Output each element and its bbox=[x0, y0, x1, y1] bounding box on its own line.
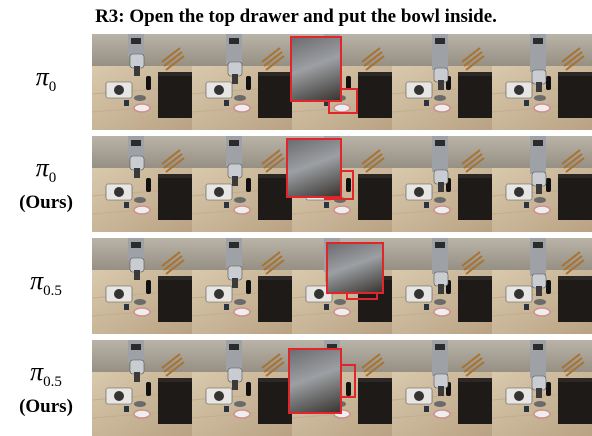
frame-strip bbox=[92, 136, 592, 232]
policy-greek-letter: π bbox=[35, 61, 49, 91]
ours-label: (Ours) bbox=[19, 192, 73, 214]
policy-subscript: 0 bbox=[48, 79, 57, 96]
zoom-inset bbox=[286, 138, 342, 198]
scene-frame bbox=[192, 34, 292, 130]
row-label: π0 bbox=[0, 34, 92, 130]
policy-subscript: 0 bbox=[48, 170, 57, 187]
result-row: π0.5(Ours) bbox=[0, 340, 592, 436]
scene-frame bbox=[392, 238, 492, 334]
scene-frame bbox=[492, 238, 592, 334]
scene-frame bbox=[392, 136, 492, 232]
scene-frame bbox=[392, 340, 492, 436]
scene-frame bbox=[492, 340, 592, 436]
scene-frame bbox=[92, 34, 192, 130]
row-label: π0.5 bbox=[0, 238, 92, 334]
frame-strip bbox=[92, 34, 592, 130]
scene-frame bbox=[392, 34, 492, 130]
policy-greek-letter: π bbox=[35, 152, 49, 182]
scene-frame bbox=[192, 136, 292, 232]
scene-frame bbox=[492, 136, 592, 232]
result-row: π0(Ours) bbox=[0, 136, 592, 232]
figure-title: R3: Open the top drawer and put the bowl… bbox=[95, 6, 497, 27]
frame-strip bbox=[92, 340, 592, 436]
scene-frame bbox=[192, 340, 292, 436]
result-row: π0 bbox=[0, 34, 592, 130]
policy-subscript: 0.5 bbox=[43, 374, 62, 391]
policy-greek-letter: π bbox=[30, 265, 44, 295]
frame-strip bbox=[92, 238, 592, 334]
ours-label: (Ours) bbox=[19, 396, 73, 418]
zoom-inset bbox=[290, 36, 342, 102]
policy-symbol: π0.5 bbox=[30, 356, 62, 396]
zoom-inset bbox=[288, 348, 342, 414]
policy-symbol: π0 bbox=[35, 152, 57, 192]
scene-frame bbox=[192, 238, 292, 334]
policy-greek-letter: π bbox=[30, 356, 44, 386]
zoom-inset bbox=[326, 242, 384, 294]
scene-frame bbox=[92, 136, 192, 232]
result-row: π0.5 bbox=[0, 238, 592, 334]
row-label: π0(Ours) bbox=[0, 136, 92, 232]
scene-frame bbox=[492, 34, 592, 130]
policy-subscript: 0.5 bbox=[43, 283, 62, 300]
row-label: π0.5(Ours) bbox=[0, 340, 92, 436]
policy-symbol: π0.5 bbox=[30, 265, 62, 305]
scene-frame bbox=[92, 238, 192, 334]
scene-frame bbox=[92, 340, 192, 436]
policy-symbol: π0 bbox=[35, 61, 57, 101]
